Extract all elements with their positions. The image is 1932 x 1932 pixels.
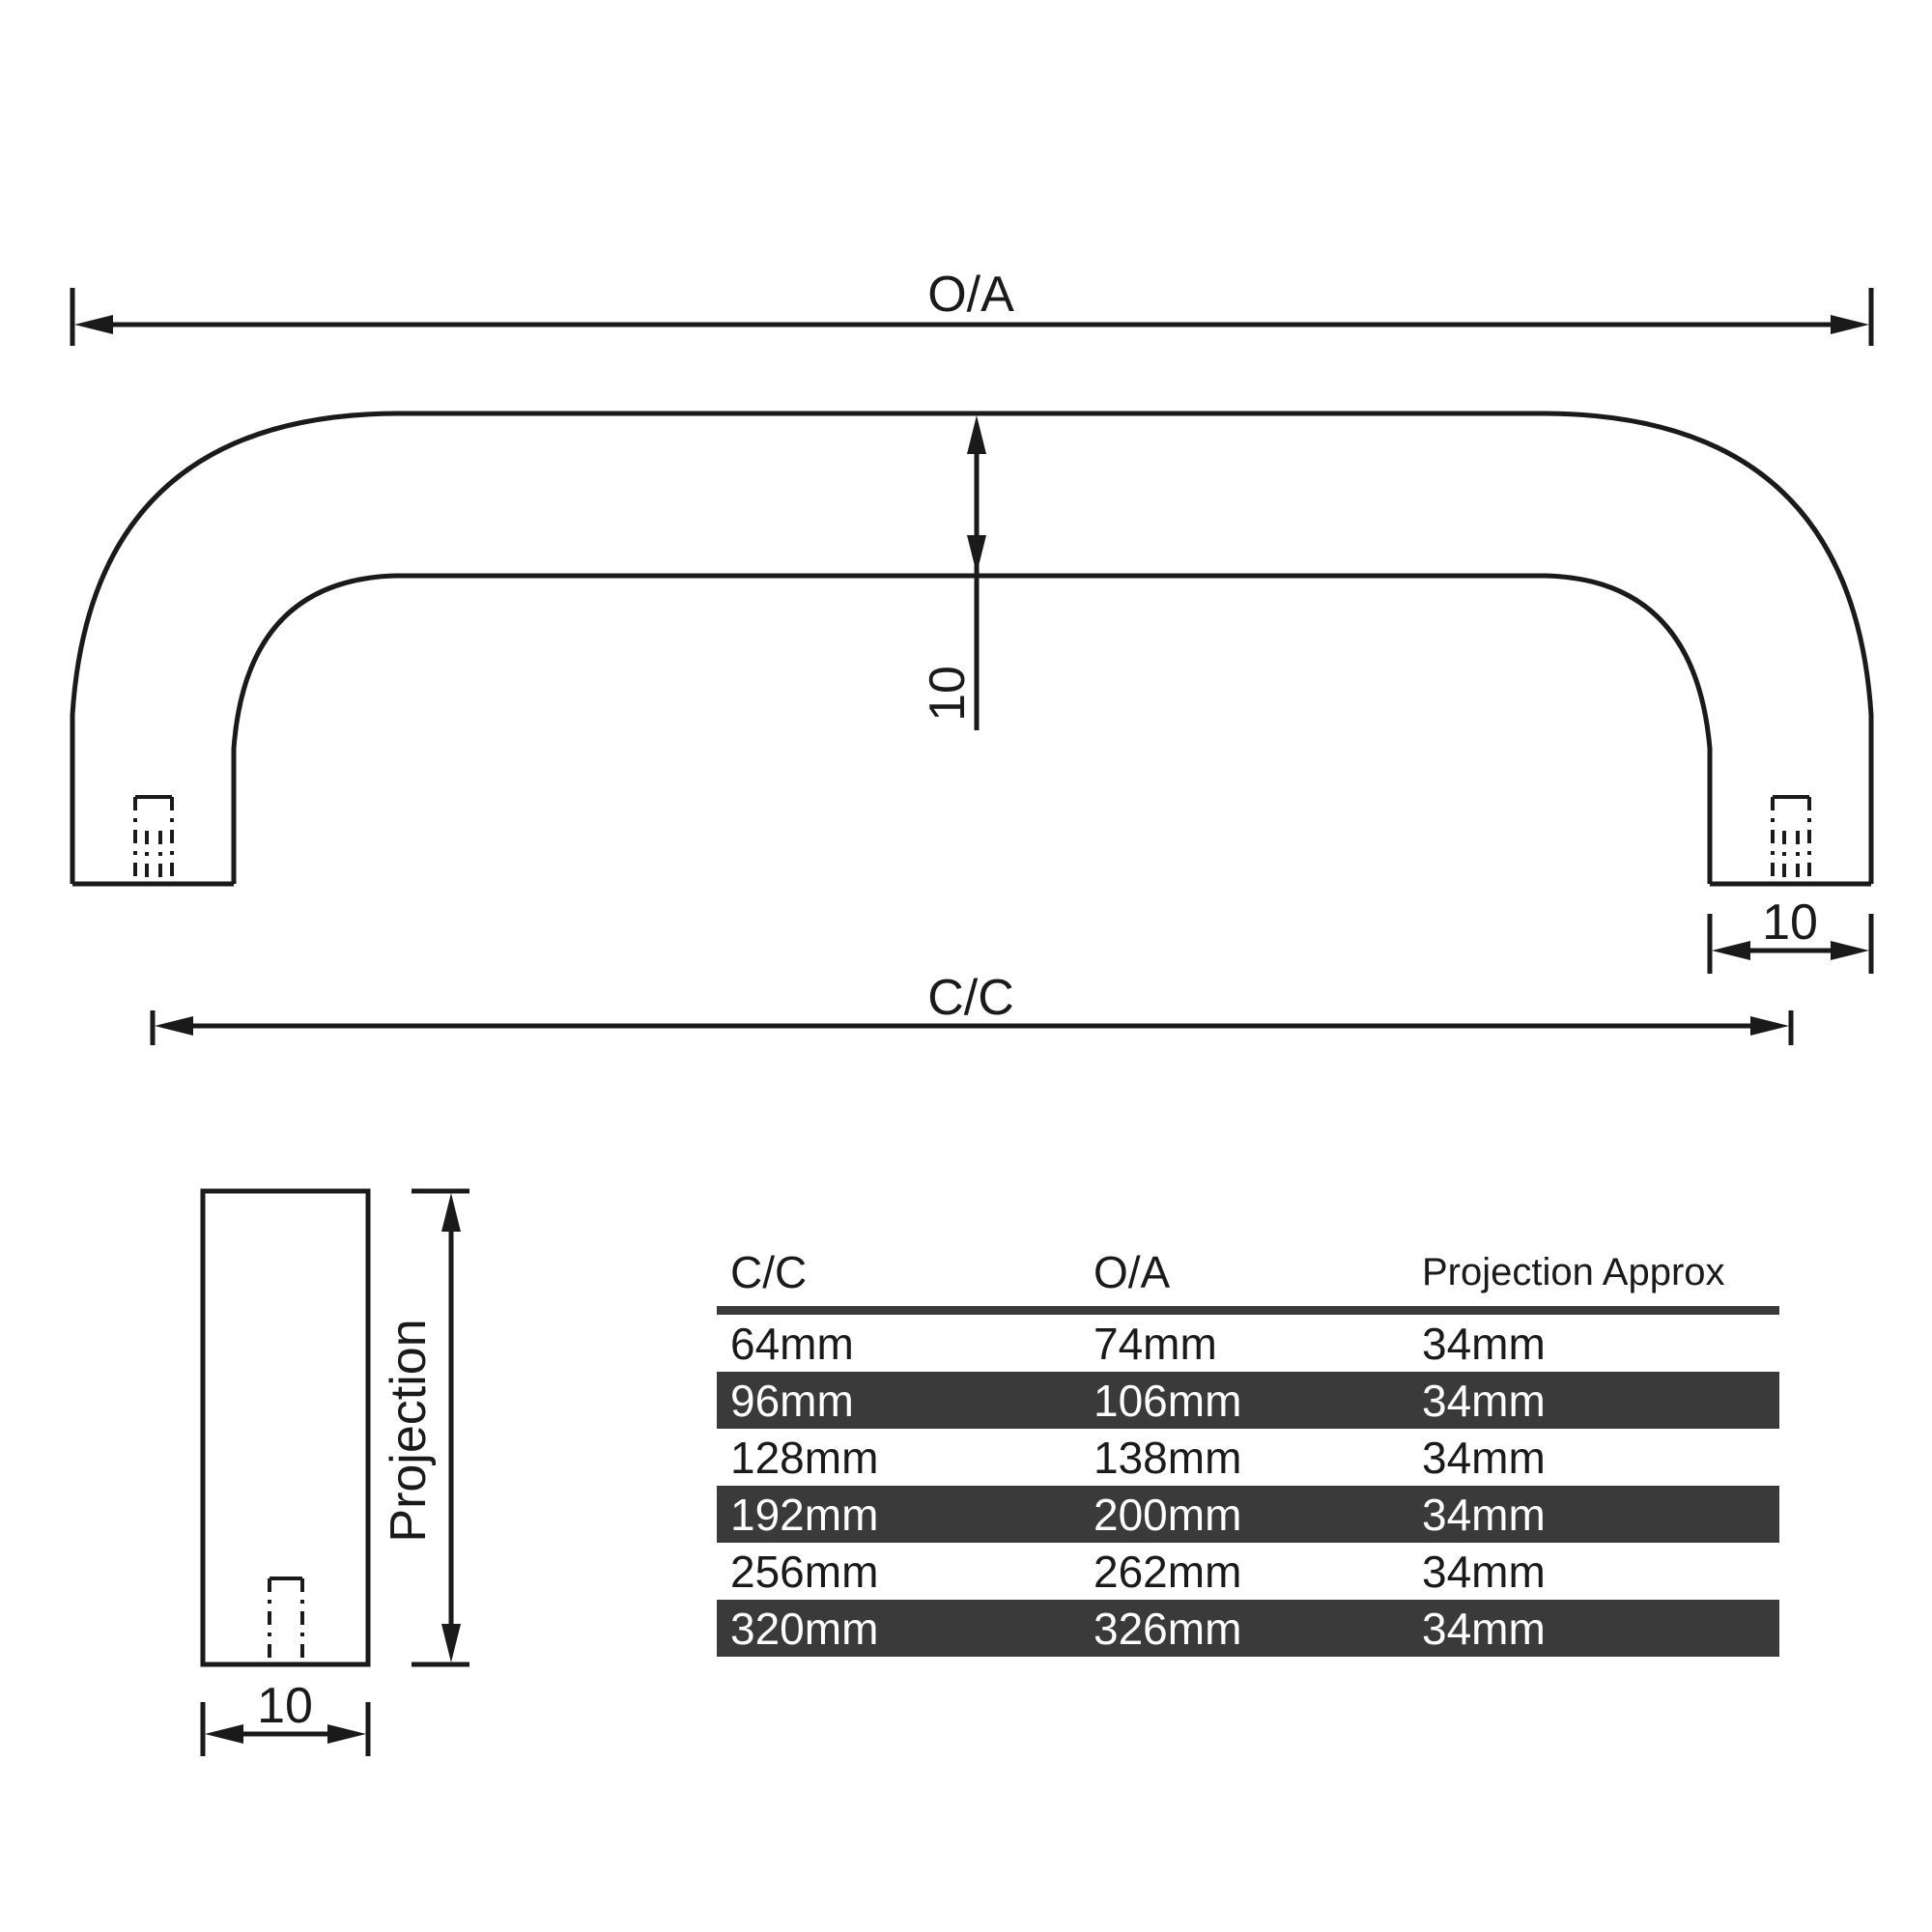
thickness-arrow-bottom [967,535,986,574]
projection-arrow-top [441,1193,461,1232]
handle-inner-outline [231,573,1713,884]
oa-label: O/A [927,267,1014,323]
cell-projection: 34mm [1422,1318,1546,1369]
side-arrow-left [205,1724,243,1744]
thickness-arrow-top [967,415,986,454]
cell-projection: 34mm [1422,1489,1546,1540]
cc-arrow-right [1750,1016,1789,1036]
oa-dimension: O/A [70,267,1874,346]
cell-cc: 320mm [730,1603,879,1654]
size-table: C/C O/A Projection Approx 64mm 74mm 34mm… [717,1238,1779,1657]
cc-label: C/C [927,970,1014,1026]
projection-label: Projection [381,1319,437,1542]
cell-projection: 34mm [1422,1375,1546,1426]
cell-cc: 192mm [730,1489,879,1540]
cell-projection: 34mm [1422,1432,1546,1483]
thickness-label: 10 [920,666,976,722]
leg-width-dimension: 10 [1707,895,1874,974]
header-cc: C/C [730,1247,808,1297]
cell-cc: 96mm [730,1375,854,1426]
leg-arrow-left [1712,941,1750,960]
cell-oa: 200mm [1094,1489,1242,1540]
side-view-outline [200,1188,371,1667]
cell-oa: 138mm [1094,1432,1242,1483]
cell-oa: 262mm [1094,1546,1242,1597]
leg-arrow-right [1831,941,1869,960]
table-row: 256mm 262mm 34mm [717,1543,1779,1600]
cell-oa: 326mm [1094,1603,1242,1654]
cell-oa: 74mm [1094,1318,1217,1369]
side-screw-hole [268,1577,304,1664]
cell-projection: 34mm [1422,1603,1546,1654]
cell-cc: 64mm [730,1318,854,1369]
table-row: 320mm 326mm 34mm [717,1600,1779,1657]
side-arrow-right [327,1724,366,1744]
oa-arrow-right [1831,315,1869,334]
table-row: 192mm 200mm 34mm [717,1486,1779,1543]
side-width-label: 10 [257,1678,313,1734]
header-oa: O/A [1094,1247,1171,1297]
right-screw-hole [1771,795,1811,884]
bar-thickness-dimension: 10 [920,415,986,730]
handle-front-view [70,411,1874,887]
leg-width-label: 10 [1762,895,1818,951]
cc-arrow-left [155,1016,193,1036]
projection-arrow-bottom [441,1624,461,1662]
header-projection: Projection Approx [1422,1250,1725,1293]
table-header: C/C O/A Projection Approx [717,1238,1779,1315]
handle-outer-outline [70,411,1874,884]
oa-arrow-left [74,315,113,334]
cell-oa: 106mm [1094,1375,1242,1426]
cell-cc: 128mm [730,1432,879,1483]
left-screw-hole [133,795,174,884]
cc-dimension: C/C [150,970,1794,1045]
table-row: 128mm 138mm 34mm [717,1429,1779,1486]
table-row: 64mm 74mm 34mm [717,1315,1779,1372]
cell-projection: 34mm [1422,1546,1546,1597]
table-row: 96mm 106mm 34mm [717,1372,1779,1429]
cell-cc: 256mm [730,1546,879,1597]
handle-side-view: Projection 10 [200,1188,469,1756]
